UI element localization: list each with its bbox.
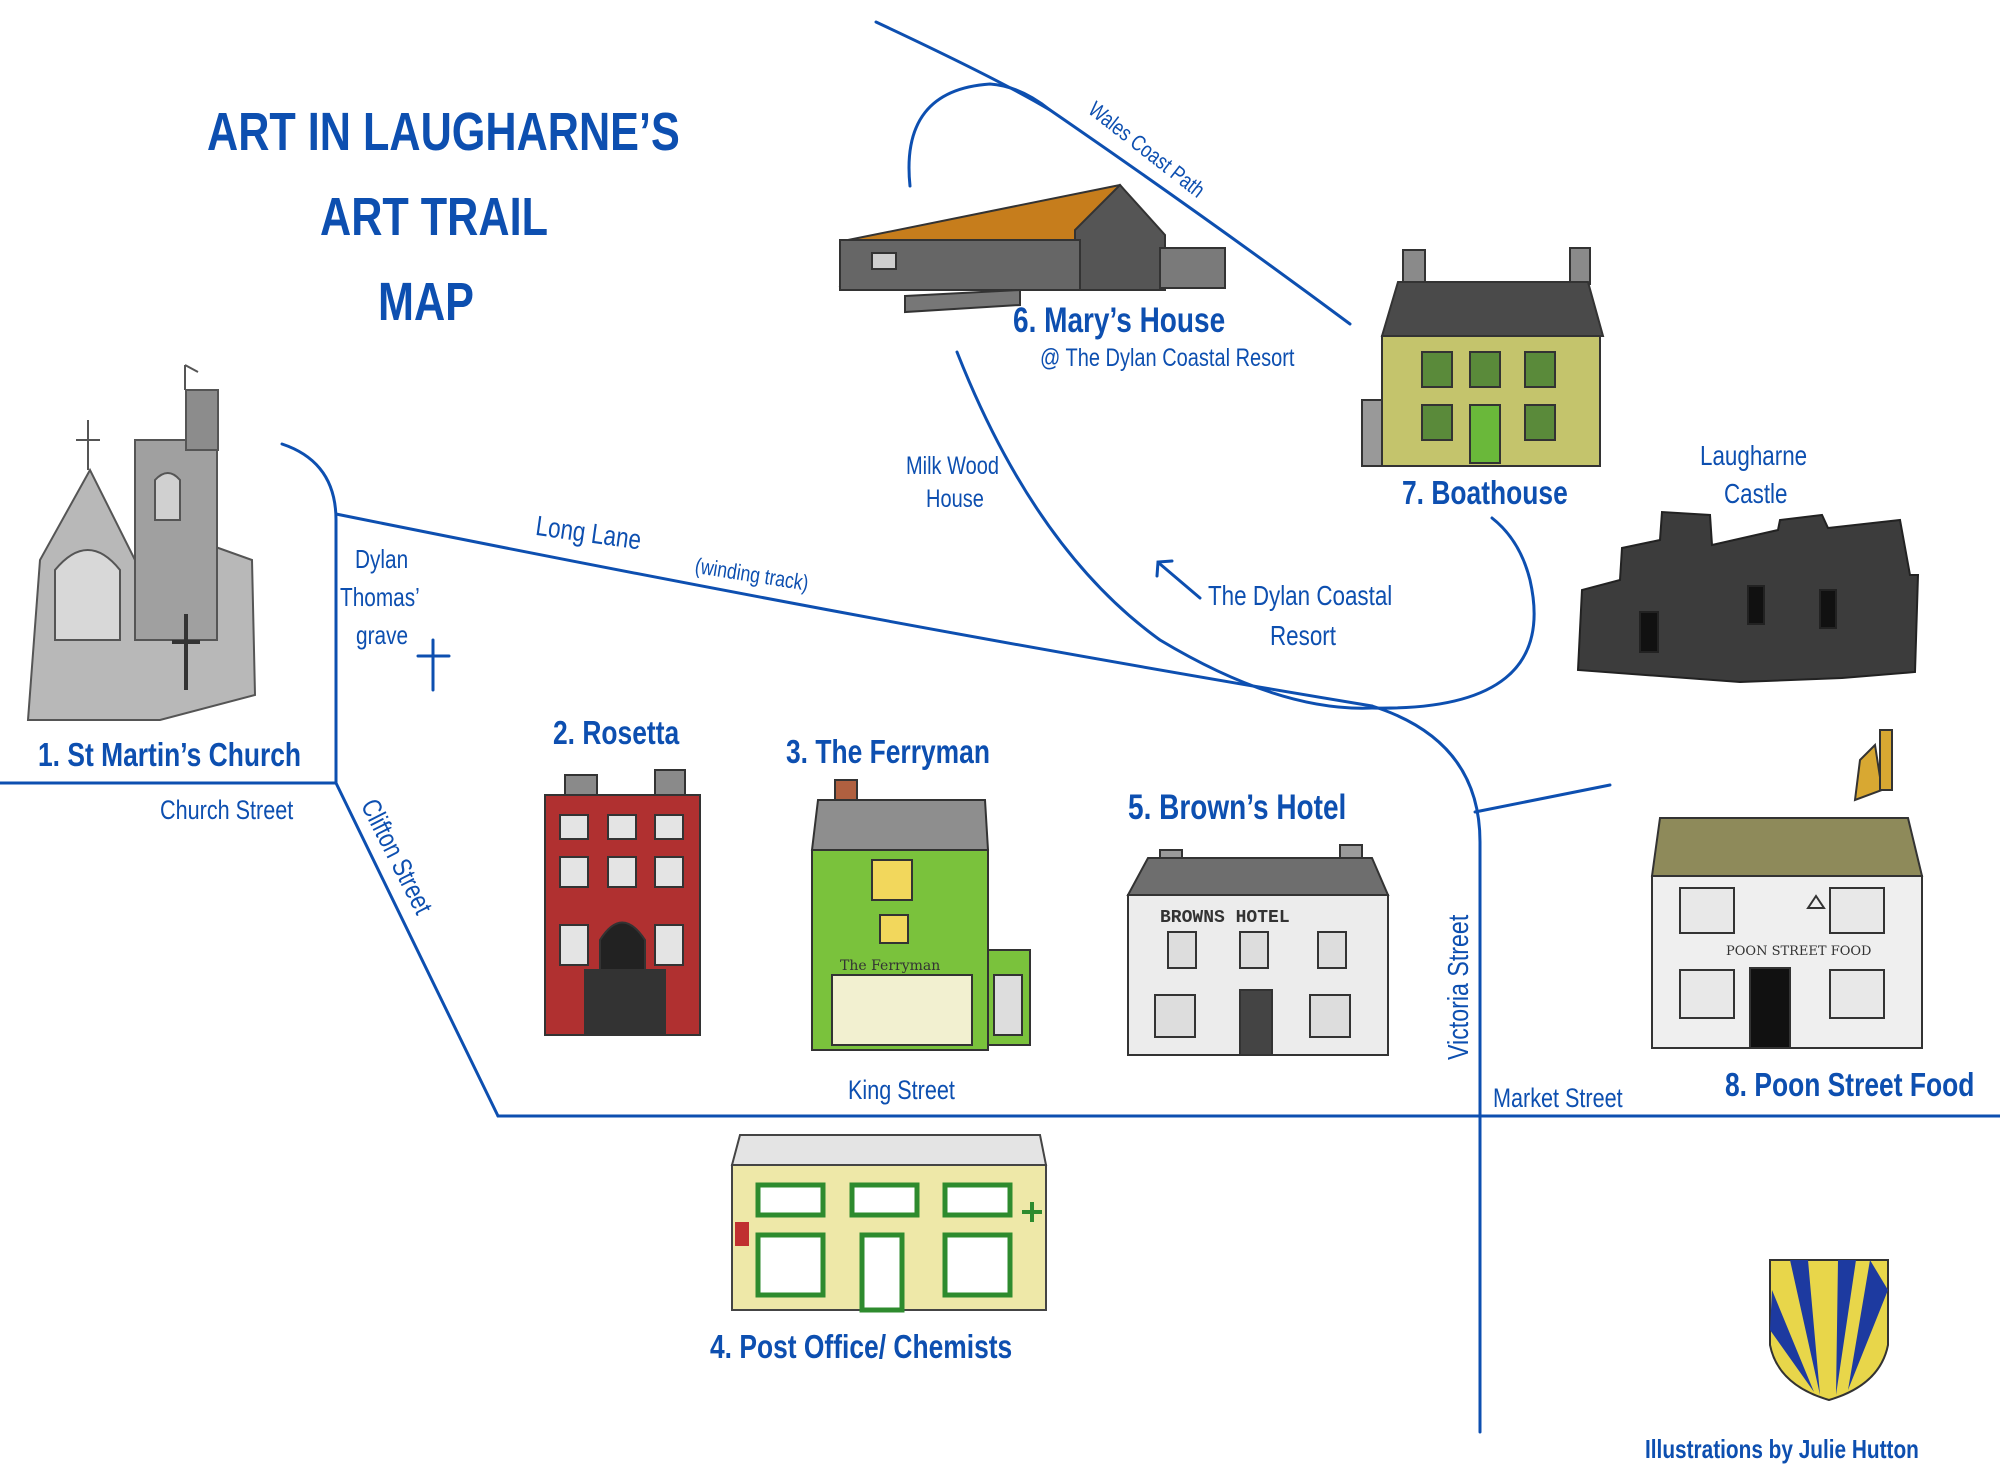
castle-label-line-1: Laugharne [1700, 440, 1808, 471]
poon-street-food-illustration: POON STREET FOOD [1650, 729, 1924, 1049]
coastal-resort-label-line-1: The Dylan Coastal [1208, 580, 1393, 611]
wales-coast-path-road [874, 20, 1352, 326]
marys-house-illustration [838, 183, 1226, 314]
location-6-label[interactable]: 6. Mary’s House [1013, 301, 1226, 340]
location-2-label[interactable]: 2. Rosetta [553, 714, 680, 751]
coastal-resort-label-line-2: Resort [1270, 620, 1336, 651]
grave-label-line-1: Dylan [355, 544, 409, 574]
victoria-street-label: Victoria Street [1443, 914, 1475, 1060]
location-1-label[interactable]: 1. St Martin’s Church [38, 736, 302, 773]
location-3-label[interactable]: 3. The Ferryman [786, 733, 990, 770]
castle-illustration [1576, 510, 1920, 684]
clifton-street-road [334, 781, 500, 1118]
location-6-note: @ The Dylan Coastal Resort [1040, 344, 1295, 372]
church-illustration [26, 364, 257, 721]
market-street-junction-road [1473, 783, 1612, 814]
marys-house-loop [907, 82, 1052, 188]
location-5-label[interactable]: 5. Brown’s Hotel [1128, 788, 1347, 827]
boathouse-illustration [1361, 247, 1605, 467]
grave-label-line-2: Thomas’ [340, 582, 420, 612]
map-title-line-2: ART TRAIL [320, 187, 548, 247]
church-street-label: Church Street [160, 795, 294, 825]
boathouse-track [1370, 516, 1536, 710]
coat-of-arms-icon [1769, 1259, 1889, 1402]
church-lane-road [280, 442, 338, 785]
ferryman-illustration: The Ferryman [810, 779, 1031, 1051]
long-lane-road [334, 512, 1374, 708]
map-title-line-1: ART IN LAUGHARNE’S [207, 102, 680, 162]
ferryman-sign-text: The Ferryman [840, 958, 940, 974]
location-7-label[interactable]: 7. Boathouse [1402, 474, 1568, 511]
resort-direction-arrow [1158, 562, 1202, 600]
milk-wood-label-line-1: Milk Wood [906, 452, 999, 480]
browns-hotel-illustration: BROWNS HOTEL [1126, 844, 1390, 1056]
post-office-illustration [730, 1134, 1048, 1313]
milk-wood-track [955, 350, 1374, 710]
location-4-label[interactable]: 4. Post Office/ Chemists [710, 1328, 1013, 1365]
grave-cross [416, 638, 451, 692]
poon-sign-text: POON STREET FOOD [1726, 944, 1871, 959]
milk-wood-label-line-2: House [926, 485, 984, 513]
browns-sign-text: BROWNS HOTEL [1160, 908, 1290, 928]
castle-label-line-2: Castle [1724, 478, 1788, 509]
location-8-label[interactable]: 8. Poon Street Food [1725, 1066, 1975, 1103]
map-title-line-3: MAP [378, 272, 474, 332]
victoria-street-road [1370, 704, 1482, 1434]
market-street-label: Market Street [1493, 1083, 1623, 1113]
rosetta-illustration [544, 769, 701, 1036]
resort-arrow-head [1155, 559, 1174, 578]
grave-label-line-3: grave [356, 620, 409, 650]
illustrator-credit: Illustrations by Julie Hutton [1645, 1434, 1919, 1464]
king-street-label: King Street [848, 1075, 955, 1105]
